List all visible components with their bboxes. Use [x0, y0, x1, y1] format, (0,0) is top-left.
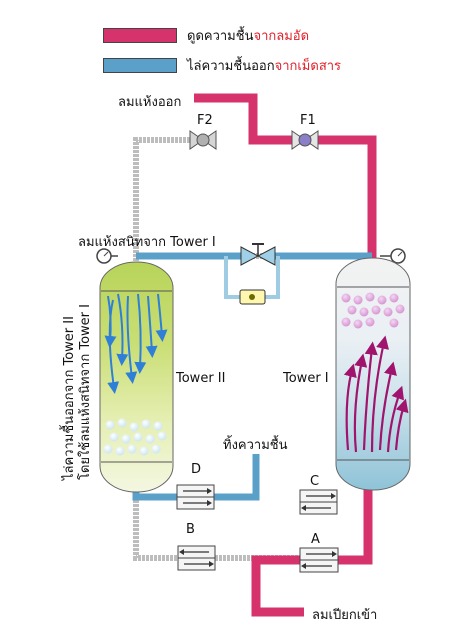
legend-swatch-pink: [103, 28, 177, 43]
legend-regen-highlight: จากเม็ดสาร: [274, 59, 342, 74]
tower-1-flow-arrows: [343, 335, 409, 453]
label-dry-air-from-tower1: ลมแห้งสนิทจาก Tower I: [78, 235, 216, 250]
check-valve-a-icon: [299, 547, 339, 573]
label-tower1: Tower I: [283, 371, 329, 386]
legend-regen-text: ไล่ความชื้นออกจากเม็ดสาร: [187, 55, 341, 76]
tower-1-vessel: [335, 257, 411, 491]
label-valve-c: C: [310, 474, 320, 489]
label-wet-air-in: ลมเปียกเข้า: [312, 608, 378, 623]
check-valve-b-icon: [177, 545, 216, 571]
tower-2-vessel: [99, 261, 174, 493]
filter-f2-icon: [189, 130, 217, 150]
vertical-note-line2: โดยใช้ลมแห้งสนิทจาก Tower I: [78, 304, 93, 480]
legend-regen: ไล่ความชื้นออกจากเม็ดสาร: [103, 55, 341, 76]
label-valve-b: B: [186, 522, 195, 537]
orifice-dot: [249, 294, 255, 300]
legend-regen-prefix: ไล่ความชื้นออก: [187, 59, 275, 74]
check-valve-d-icon: [176, 484, 215, 510]
legend-adsorb-text: ดูดความชื้นจากลมอัด: [187, 25, 309, 46]
tower-1-desiccant-beads: [341, 292, 405, 329]
label-tower2: Tower II: [176, 371, 226, 386]
label-dry-air-out: ลมแห้งออก: [118, 95, 182, 110]
blue-pipe-network: [132, 252, 372, 501]
vertical-note-line1: ไล่ความชื้นออกจาก Tower II: [62, 316, 77, 480]
label-valve-a: A: [311, 532, 320, 547]
filter-f1-icon: [291, 130, 319, 150]
legend-adsorb-highlight: จากลมอัด: [253, 29, 310, 44]
check-valve-c-icon: [299, 489, 338, 515]
tower-2-flow-arrows: [104, 293, 168, 394]
vertical-note-text: ไล่ความชื้นออกจาก Tower II โดยใช้ลมแห้งส…: [62, 304, 94, 480]
gauge-left-icon: [96, 248, 118, 264]
legend-swatch-blue: [103, 58, 177, 73]
label-f2: F2: [197, 113, 213, 128]
label-f1: F1: [300, 113, 316, 128]
tower-2-desiccant-beads: [103, 418, 167, 456]
legend-adsorb: ดูดความชื้นจากลมอัด: [103, 25, 309, 46]
pink-pipe-network: [194, 93, 377, 617]
bypass-loop: [224, 256, 280, 299]
label-discard-moisture: ทิ้งความชื้น: [223, 438, 288, 453]
gauge-right-icon: [380, 248, 406, 264]
label-valve-d: D: [191, 462, 202, 477]
bowtie-valve-icon: [240, 243, 276, 266]
legend-adsorb-prefix: ดูดความชื้น: [187, 29, 254, 44]
